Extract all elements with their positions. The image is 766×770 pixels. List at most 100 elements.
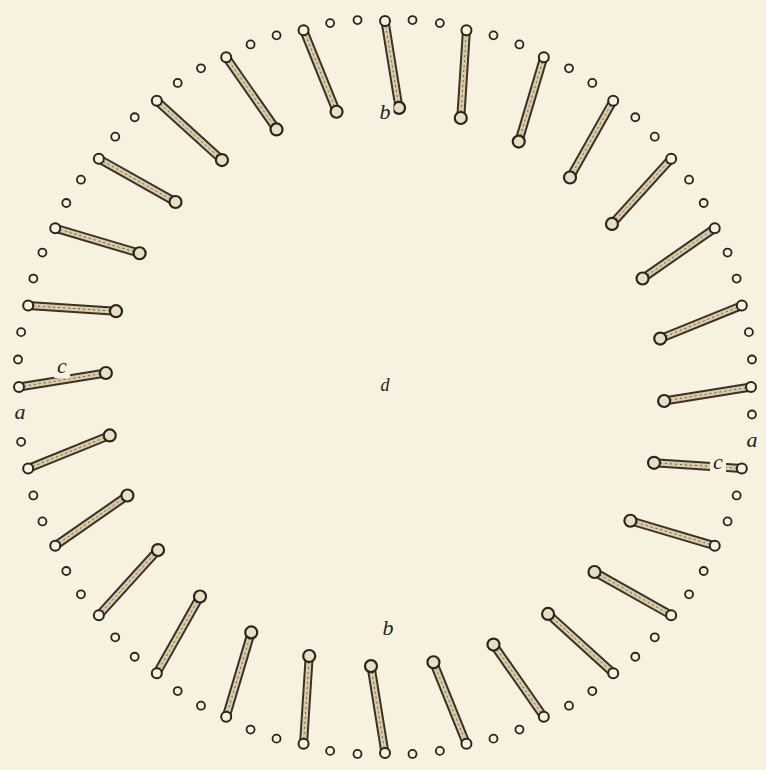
stake-dot <box>631 113 639 121</box>
stake-dot <box>273 31 281 39</box>
outer-stake <box>539 712 549 722</box>
stick-outline <box>612 159 671 224</box>
stick-outline <box>371 666 385 753</box>
outer-stake <box>14 382 24 392</box>
stick-hatching <box>570 101 613 178</box>
inner-stake <box>104 429 116 441</box>
stake-dot <box>77 590 85 598</box>
stake-dot <box>353 16 361 24</box>
outer-stake <box>461 25 471 35</box>
stake-dot <box>436 19 444 27</box>
stick-outline <box>493 645 543 717</box>
outer-stake <box>608 668 618 678</box>
stick-outline <box>28 435 110 468</box>
stake-dot <box>724 249 732 257</box>
stick-hatching <box>371 666 385 753</box>
stick-hatching <box>99 159 176 202</box>
inner-stake <box>637 273 649 285</box>
outer-stake <box>737 463 747 473</box>
stick-outline <box>660 306 742 339</box>
outer-stake <box>539 52 549 62</box>
stake-dot <box>29 275 37 283</box>
inner-stake <box>365 660 377 672</box>
stake-dot <box>745 328 753 336</box>
stick-hatching <box>660 306 742 339</box>
stake-dot <box>273 735 281 743</box>
stake-dot <box>748 355 756 363</box>
stick-hatching <box>157 101 222 160</box>
inner-stake <box>542 608 554 620</box>
stake-dot <box>733 491 741 499</box>
stick <box>654 463 742 469</box>
stick-hatching <box>461 30 467 118</box>
inner-stake <box>110 305 122 317</box>
stick <box>28 435 110 468</box>
inner-stake <box>134 247 146 259</box>
stick-outline <box>654 463 742 469</box>
stake-dot <box>77 176 85 184</box>
outer-stake <box>299 739 309 749</box>
stick-hatching <box>28 435 110 468</box>
stick <box>660 306 742 339</box>
outer-stake <box>461 739 471 749</box>
inner-stake <box>100 367 112 379</box>
inner-stake <box>624 515 636 527</box>
stick-hatching <box>226 632 251 716</box>
outer-stake <box>50 541 60 551</box>
stake-dot <box>651 633 659 641</box>
stake-dot <box>17 328 25 336</box>
stake-dot <box>685 176 693 184</box>
outer-stake <box>737 301 747 311</box>
stick-hatching <box>55 228 139 253</box>
stake-dot <box>588 79 596 87</box>
stick-outline <box>519 57 544 141</box>
stake-dot <box>515 726 523 734</box>
outer-stake <box>152 96 162 106</box>
stake-dot <box>565 702 573 710</box>
outer-stake <box>710 223 720 233</box>
stake-dot <box>14 355 22 363</box>
inner-stake <box>487 639 499 651</box>
stick <box>570 101 613 178</box>
inner-stake <box>121 489 133 501</box>
stick-hatching <box>304 656 310 744</box>
stick-outline <box>28 306 116 312</box>
stick-outline <box>461 30 467 118</box>
inner-stake <box>303 650 315 662</box>
stick-hatching <box>643 228 715 278</box>
inner-stake <box>152 544 164 556</box>
stake-dot <box>436 747 444 755</box>
stick-outline <box>304 656 310 744</box>
stick-hatching <box>630 521 714 546</box>
stake-dot <box>17 438 25 446</box>
stick <box>157 596 200 673</box>
stick-outline <box>55 228 139 253</box>
stake-dot <box>131 113 139 121</box>
inner-stake <box>170 196 182 208</box>
stake-dot <box>62 199 70 207</box>
stake-dot <box>174 79 182 87</box>
outer-stake <box>299 25 309 35</box>
stick <box>643 228 715 278</box>
stake-dot <box>111 133 119 141</box>
stick <box>28 306 116 312</box>
stake-dot <box>651 133 659 141</box>
inner-stake <box>513 136 525 148</box>
part-letter: c <box>710 450 726 474</box>
stick <box>55 228 139 253</box>
stick-outline <box>385 21 399 108</box>
stick <box>99 550 158 615</box>
outer-stake <box>221 52 231 62</box>
stick-outline <box>55 495 127 545</box>
stick <box>99 159 176 202</box>
stick-hatching <box>548 614 613 673</box>
outer-stake <box>94 154 104 164</box>
stick <box>304 30 337 112</box>
stake-dot <box>489 31 497 39</box>
stick <box>226 57 276 129</box>
inner-stake <box>648 457 660 469</box>
stick-hatching <box>385 21 399 108</box>
inner-stake <box>393 102 405 114</box>
stick <box>304 656 310 744</box>
stick <box>55 495 127 545</box>
